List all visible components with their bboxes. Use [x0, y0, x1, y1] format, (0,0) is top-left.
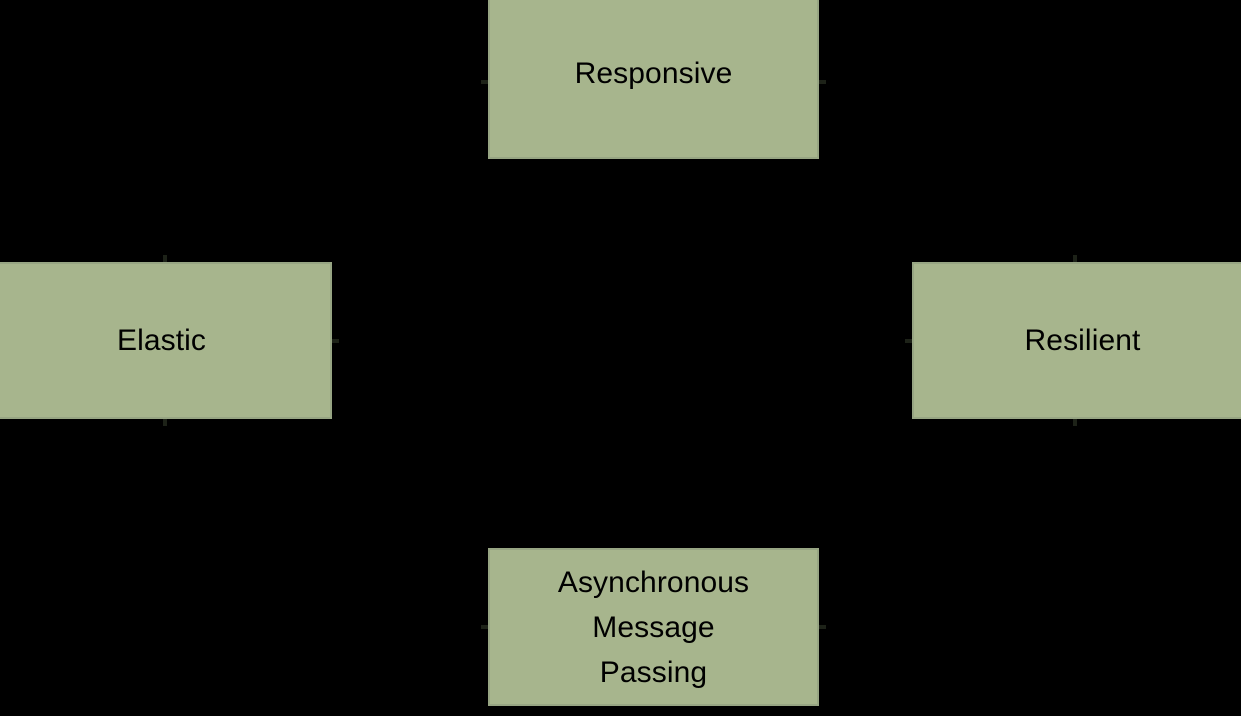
- connector-stub-elastic-top: [163, 255, 167, 262]
- connector-stub-elastic-bottom: [163, 419, 167, 426]
- connector-stub-resilient-bottom: [1073, 419, 1077, 426]
- node-responsive[interactable]: Responsive: [488, 0, 819, 159]
- connector-stub-async-right: [819, 625, 826, 629]
- connector-stub-elastic-right: [332, 339, 339, 343]
- connector-stub-responsive-right: [819, 80, 826, 84]
- node-resilient[interactable]: Resilient: [912, 262, 1241, 419]
- node-label-resilient: Resilient: [1024, 324, 1141, 357]
- node-label-async-message-passing: Asynchronous Message Passing: [557, 565, 750, 689]
- node-label-elastic: Elastic: [116, 324, 207, 357]
- connector-stub-async-left: [481, 625, 488, 629]
- node-label-responsive: Responsive: [574, 57, 733, 90]
- node-async-message-passing[interactable]: Asynchronous Message Passing: [488, 548, 819, 706]
- connector-stub-responsive-left: [481, 80, 488, 84]
- connector-stub-resilient-top: [1073, 255, 1077, 262]
- node-elastic[interactable]: Elastic: [0, 262, 332, 419]
- connector-stub-resilient-left: [905, 339, 912, 343]
